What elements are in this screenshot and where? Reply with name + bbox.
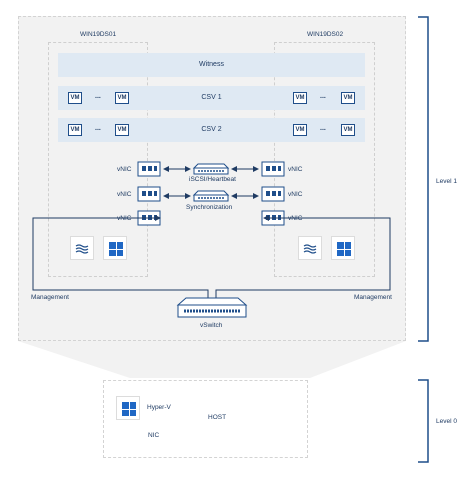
csv2-dots-left: ... bbox=[95, 125, 101, 132]
vm-box-icon: VM bbox=[293, 92, 307, 104]
vm-box-icon: VM bbox=[68, 92, 82, 104]
level0-label: Level 0 bbox=[436, 418, 457, 425]
network-switch-icon bbox=[192, 163, 230, 202]
vm-box-icon: VM bbox=[293, 124, 307, 136]
windows-tile-right bbox=[331, 236, 355, 260]
management-label-right: Management bbox=[354, 294, 392, 301]
csv2-bar bbox=[58, 118, 365, 142]
server-box-left bbox=[48, 42, 148, 277]
server-name-right: WIN19DS02 bbox=[307, 31, 344, 38]
csv1-label: CSV 1 bbox=[201, 94, 222, 101]
vm-box-icon: VM bbox=[341, 92, 355, 104]
windows-logo-icon bbox=[337, 242, 351, 256]
network-switch-icon bbox=[176, 297, 248, 318]
hyperv-label: Hyper-V bbox=[147, 404, 171, 411]
level1-label: Level 1 bbox=[436, 178, 457, 185]
csv1-dots-left: ... bbox=[95, 93, 101, 100]
hyperv-tile-right bbox=[298, 236, 322, 260]
switch-label-iscsi: iSCSI/Heartbeat bbox=[189, 176, 236, 183]
windows-tile-left bbox=[103, 236, 127, 260]
vnic-label-left-2: vNIC bbox=[117, 191, 132, 198]
csv2-dots-right: ... bbox=[320, 125, 326, 132]
hyperv-host-tile bbox=[116, 396, 140, 420]
hyperv-icon bbox=[75, 244, 89, 254]
host-title: HOST bbox=[208, 414, 227, 421]
switch-label-sync: Synchronization bbox=[186, 204, 233, 211]
csv1-dots-right: ... bbox=[320, 93, 326, 100]
windows-logo-icon bbox=[122, 402, 136, 416]
vswitch-label: vSwitch bbox=[200, 322, 223, 329]
windows-logo-icon bbox=[109, 242, 123, 256]
hyperv-tile-left bbox=[70, 236, 94, 260]
server-name-left: WIN19DS01 bbox=[80, 31, 117, 38]
vnic-label-right-1: vNIC bbox=[288, 166, 303, 173]
vnic-label-left-1: vNIC bbox=[117, 166, 132, 173]
csv2-label: CSV 2 bbox=[201, 126, 222, 133]
vm-box-icon: VM bbox=[115, 124, 129, 136]
witness-bar bbox=[58, 53, 365, 77]
management-label-left: Management bbox=[31, 294, 69, 301]
hyperv-icon bbox=[303, 244, 317, 254]
nic-label: NIC bbox=[148, 432, 160, 439]
vm-box-icon: VM bbox=[68, 124, 82, 136]
server-box-right bbox=[274, 42, 375, 277]
vnic-label-right-2: vNIC bbox=[288, 191, 303, 198]
csv1-bar bbox=[58, 86, 365, 110]
witness-label: Witness bbox=[199, 61, 224, 68]
vm-box-icon: VM bbox=[115, 92, 129, 104]
vm-box-icon: VM bbox=[341, 124, 355, 136]
